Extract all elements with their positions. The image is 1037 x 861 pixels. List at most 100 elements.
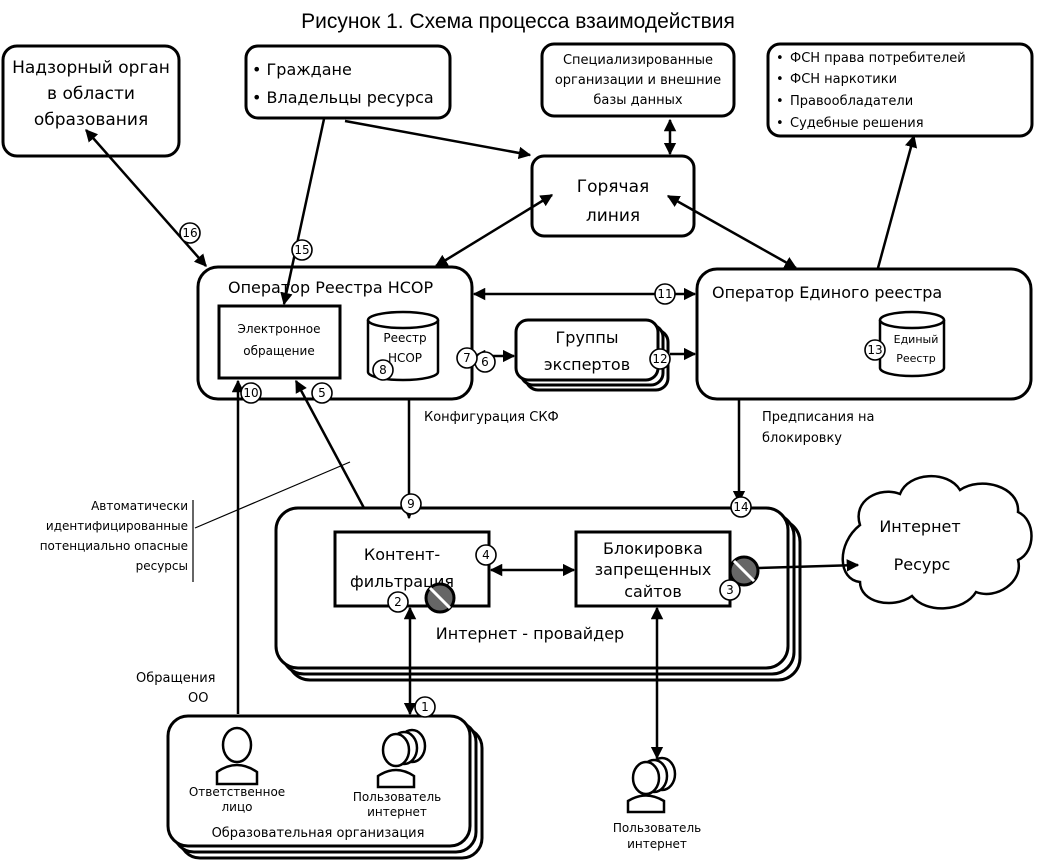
block-icon	[424, 582, 456, 614]
step-marker: 13	[864, 339, 886, 361]
site-blocking-box	[574, 530, 732, 608]
svg-text:10: 10	[243, 386, 258, 400]
arrow-blocking-internet	[757, 559, 860, 572]
svg-text:6: 6	[481, 355, 489, 369]
step-marker: 15	[291, 239, 313, 261]
org-user-label-1: Пользователь	[353, 790, 441, 804]
supervisor-label-1: Надзорный орган	[12, 58, 170, 78]
svg-text:9: 9	[407, 497, 415, 511]
skf-config-label: Конфигурация СКФ	[424, 410, 559, 425]
fsn-box: • ФСН права потребителей • ФСН наркотики…	[766, 42, 1034, 138]
electronic-appeal-label-2: обращение	[243, 344, 314, 358]
arrow-hotline-unified	[666, 194, 798, 270]
fsn-item-1: ФСН права потребителей	[790, 51, 966, 66]
arrow-hotline-ncop	[434, 193, 554, 268]
step-marker: 9	[400, 493, 422, 515]
unified-registry-label-1: Единый	[894, 333, 939, 346]
supervisor-label-2: в области	[47, 84, 135, 104]
step-marker: 6	[474, 351, 496, 373]
unified-operator-box: Оператор Единого реестра Единый Реестр	[695, 267, 1033, 401]
specialized-orgs-box: Специализированные организации и внешние…	[540, 42, 736, 118]
arrow-supervisor-ncop	[85, 129, 207, 267]
diagram-title: Рисунок 1. Схема процесса взаимодействия	[301, 10, 735, 33]
experts-box: Группы экспертов	[514, 318, 670, 392]
fsn-bullet-2: •	[776, 72, 784, 87]
svg-text:1: 1	[421, 700, 429, 714]
person-icon	[215, 726, 259, 786]
svg-text:11: 11	[657, 287, 672, 301]
svg-text:7: 7	[463, 351, 471, 365]
responsible-person-label-2: лицо	[222, 800, 253, 814]
svg-text:5: 5	[318, 386, 326, 400]
block-icon	[728, 555, 760, 587]
specialized-label-2: организации и внешние	[555, 73, 721, 88]
citizens-box: • Граждане • Владельцы ресурса	[244, 44, 452, 120]
educational-org-title: Образовательная организация	[212, 826, 425, 841]
unified-registry-cylinder	[878, 310, 946, 378]
users-group-icon	[376, 728, 427, 789]
content-filter-label-1: Контент-	[364, 545, 440, 564]
auto-resources-label-2: идентифицированные	[46, 519, 188, 533]
org-appeals-label-2: ОО	[188, 691, 208, 706]
fsn-bullet-1: •	[776, 51, 784, 66]
internet-label-1: Интернет	[879, 517, 960, 536]
org-appeals-label-1: Обращения	[136, 671, 215, 686]
users-group-icon	[626, 756, 677, 814]
fsn-bullet-3: •	[776, 94, 784, 109]
step-marker: 14	[730, 496, 752, 518]
site-blocking-label-3: сайтов	[624, 582, 682, 601]
auto-resources-label-4: ресурсы	[136, 559, 188, 573]
arrow-fsn-unified	[876, 134, 918, 269]
step-marker: 3	[719, 579, 741, 601]
hotline-label-1: Горячая	[577, 177, 649, 197]
isp-title: Интернет - провайдер	[436, 624, 624, 643]
site-blocking-label-1: Блокировка	[603, 539, 703, 558]
step-marker: 11	[654, 283, 676, 305]
outside-user-label-2: интернет	[627, 837, 687, 851]
svg-text:3: 3	[726, 583, 734, 597]
arrow-citizens-hotline	[344, 119, 532, 160]
auto-resources-label-1: Автоматически	[91, 499, 188, 513]
internet-cloud: Интернет Ресурс	[841, 475, 1033, 610]
unified-registry-label-2: Реестр	[896, 352, 936, 365]
svg-text:14: 14	[733, 500, 748, 514]
specialized-label-3: базы данных	[593, 93, 683, 108]
block-orders-label-2: блокировку	[762, 431, 842, 446]
educational-org-box: Образовательная организация Ответственно…	[166, 714, 484, 860]
ncop-registry-label-1: Реестр	[383, 331, 426, 345]
arrow-isp-appeal	[294, 379, 366, 509]
step-marker: 7	[456, 347, 478, 369]
fsn-item-3: Правообладатели	[790, 94, 913, 109]
citizens-item-2: • Владельцы ресурса	[252, 88, 434, 107]
step-marker: 10	[240, 382, 262, 404]
ncop-registry-label-2: НСОР	[388, 351, 422, 365]
org-user-label-2: интернет	[367, 805, 427, 819]
content-filter-box	[333, 530, 491, 608]
svg-text:12: 12	[652, 352, 667, 366]
svg-text:2: 2	[394, 595, 402, 609]
outside-user-label-1: Пользователь	[613, 821, 701, 835]
arrow-citizens-appeal	[280, 118, 326, 306]
step-marker: 16	[179, 222, 201, 244]
fsn-bullet-4: •	[776, 116, 784, 131]
electronic-appeal-box	[217, 304, 342, 380]
svg-text:16: 16	[182, 226, 197, 240]
experts-label-1: Группы	[556, 328, 619, 347]
specialized-label-1: Специализированные	[563, 53, 713, 68]
block-orders-label-1: Предписания на	[762, 410, 874, 425]
responsible-person-label-1: Ответственное	[189, 785, 285, 799]
step-marker: 12	[649, 348, 671, 370]
ncop-operator-title: Оператор Реестра НСОР	[228, 278, 434, 297]
unified-operator-title: Оператор Единого реестра	[712, 283, 942, 302]
site-blocking-label-2: запрещенных	[595, 560, 712, 579]
hotline-label-2: линия	[586, 206, 640, 226]
electronic-appeal-label-1: Электронное	[237, 322, 320, 336]
content-filter-label-2: фильтрация	[350, 572, 454, 591]
callout-line	[194, 461, 351, 529]
connectors	[85, 118, 918, 760]
internet-label-2: Ресурс	[894, 555, 951, 574]
svg-text:13: 13	[867, 343, 882, 357]
fsn-item-2: ФСН наркотики	[790, 72, 897, 87]
svg-text:4: 4	[482, 548, 490, 562]
